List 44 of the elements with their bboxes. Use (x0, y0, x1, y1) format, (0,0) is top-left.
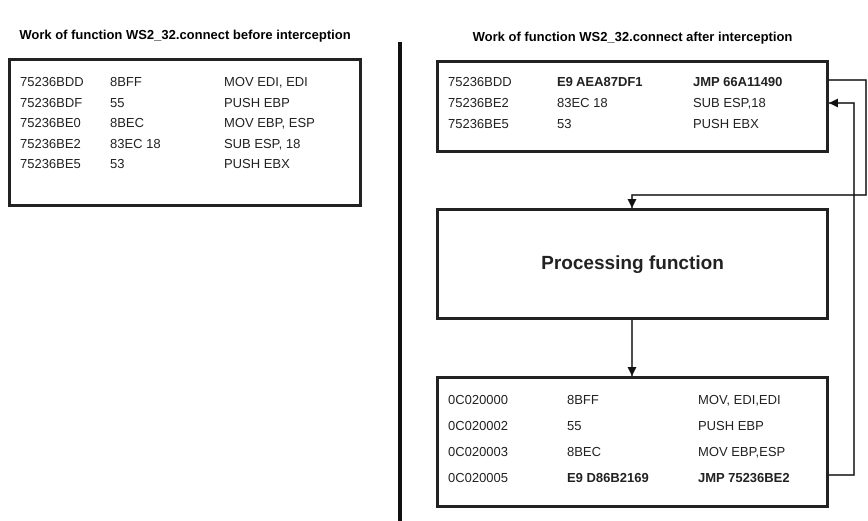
address-text: 75236BDD (20, 73, 85, 91)
address-text: 75236BE2 (20, 134, 82, 152)
opcode-text: 8BEC (110, 114, 145, 132)
opcode-text: E9 AEA87DF1 (557, 73, 644, 91)
heading: Work of function WS2_32.connect before interception (18, 27, 352, 43)
instruction-text: JMP 66A11490 (693, 73, 784, 91)
instruction-text: MOV EBP,ESP (698, 443, 786, 461)
process-box (436, 208, 829, 320)
address-text: 75236BE2 (448, 94, 510, 112)
address-text: 0C020000 (448, 391, 509, 409)
connector-arrow (628, 320, 636, 376)
instruction-text: PUSH EBX (693, 115, 760, 133)
connector-arrow (829, 98, 855, 476)
instruction-text: PUSH EBX (224, 155, 291, 173)
instruction-text: MOV EDI, EDI (224, 73, 309, 91)
instruction-text: PUSH EBP (224, 94, 291, 112)
process-label: Processing function (541, 252, 724, 276)
address-text: 75236BE5 (20, 155, 82, 173)
instruction-text: JMP 75236BE2 (698, 469, 791, 487)
opcode-text: 8BFF (567, 391, 600, 409)
opcode-text: 53 (110, 155, 126, 173)
opcode-text: E9 D86B2169 (567, 469, 650, 487)
address-text: 75236BDD (448, 73, 513, 91)
heading: Work of function WS2_32.connect after interception (472, 29, 794, 45)
instruction-text: PUSH EBP (698, 417, 765, 435)
opcode-text: 83EC 18 (557, 94, 609, 112)
address-text: 0C020002 (448, 417, 509, 435)
opcode-text: 53 (557, 115, 572, 133)
opcode-text: 8BEC (567, 443, 602, 461)
opcode-text: 55 (567, 417, 582, 435)
instruction-text: SUB ESP,18 (693, 94, 767, 112)
instruction-text: SUB ESP, 18 (224, 134, 302, 152)
opcode-text: 83EC 18 (110, 134, 162, 152)
address-text: 75236BDF (20, 94, 84, 112)
address-text: 0C020003 (448, 443, 509, 461)
instruction-text: MOV, EDI,EDI (698, 391, 782, 409)
instruction-text: MOV EBP, ESP (224, 114, 316, 132)
code-listing-box (436, 376, 829, 508)
address-text: 75236BE5 (448, 115, 510, 133)
address-text: 0C020005 (448, 469, 509, 487)
opcode-text: 8BFF (110, 73, 143, 91)
connector-arrow (628, 79, 867, 208)
opcode-text: 55 (110, 94, 126, 112)
address-text: 75236BE0 (20, 114, 82, 132)
